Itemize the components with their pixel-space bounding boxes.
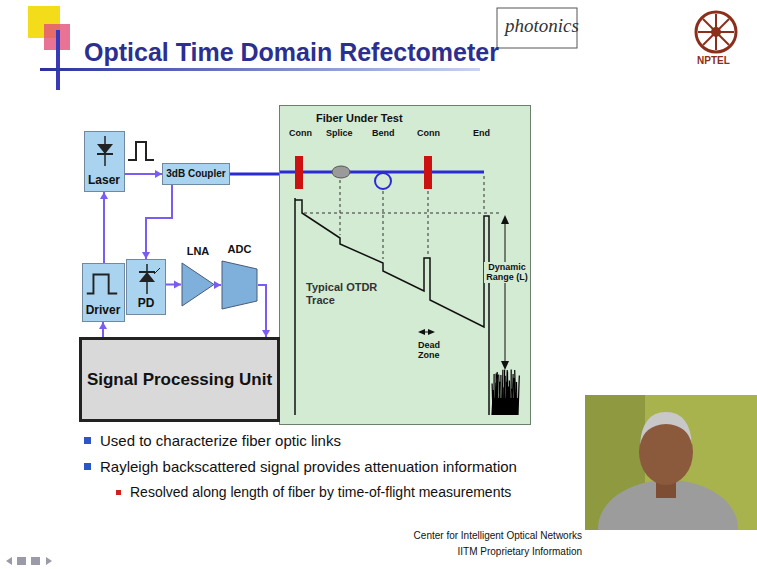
noise-block — [492, 398, 518, 415]
logo-text: NPTEL — [697, 55, 730, 67]
arrow-head — [428, 329, 435, 335]
range-arrow — [505, 222, 506, 363]
connector-symbol — [424, 156, 432, 189]
signal-connector — [125, 170, 163, 178]
title-underline — [40, 68, 480, 71]
arrow-head — [418, 329, 425, 335]
arrow-head — [99, 322, 107, 329]
driver-box: Driver — [82, 263, 125, 322]
bend-loop — [375, 173, 391, 189]
signal-connector — [99, 322, 107, 337]
connector-line — [230, 173, 279, 176]
arrow-head — [214, 281, 221, 289]
nptel-logo — [696, 12, 736, 52]
range-label: Dynamic Range (L) — [484, 262, 530, 283]
nptel-hub — [711, 27, 721, 37]
slide-title: Optical Time Domain Refectometer — [84, 38, 499, 67]
trace-label: Typical OTDR Trace — [306, 281, 380, 306]
signal-connector — [166, 281, 181, 289]
connector-line — [258, 285, 266, 337]
node-label: PD — [138, 297, 155, 311]
laser-box: Laser — [84, 131, 125, 192]
dead-zone-label: Dead Zone — [418, 340, 452, 361]
diode-triangle — [139, 272, 155, 282]
bullet-marker — [84, 463, 91, 470]
pulse-symbol — [128, 142, 154, 160]
arrow-head — [501, 361, 509, 370]
signal-connector — [142, 185, 172, 259]
speaker-video — [585, 395, 757, 530]
bullet-marker — [116, 490, 121, 495]
signal-connector — [214, 281, 221, 289]
fiber-connector — [230, 174, 279, 175]
nptel-spokes — [698, 14, 734, 50]
diode-bar — [139, 271, 155, 273]
amplifier-triangle: LNA — [181, 262, 215, 307]
shape-fill — [182, 263, 214, 306]
adc-block: ADC — [221, 260, 258, 310]
deco-bar — [56, 30, 60, 90]
diode-bar — [97, 153, 113, 155]
arrow-head — [100, 192, 108, 199]
sub-bullet-text: Resolved along length of fiber by time-o… — [130, 484, 511, 500]
node-label: ADC — [228, 243, 252, 256]
pulse-symbol — [83, 266, 121, 302]
photodiode-box: PD — [126, 259, 166, 315]
pulse-line — [86, 275, 116, 294]
noise-lines — [492, 369, 519, 415]
otdr-trace — [295, 200, 489, 415]
guide-lines — [304, 176, 500, 259]
bullet-marker — [84, 437, 91, 444]
processing-box: Signal Processing Unit — [79, 337, 280, 422]
signal-connector — [258, 285, 270, 337]
triangle-outline — [181, 262, 215, 307]
node-label: Laser — [88, 174, 120, 188]
node-label: Fiber Under Test — [316, 112, 403, 125]
connector-line — [103, 192, 105, 263]
arrow-head — [142, 252, 150, 259]
node-label: 3dB Coupler — [166, 168, 225, 180]
arrow-head — [174, 281, 181, 289]
panel-label: End — [473, 128, 490, 138]
panel-label: Conn — [289, 128, 312, 138]
panel-label: Conn — [417, 128, 440, 138]
splice-symbol — [332, 166, 350, 178]
arrow-head — [262, 330, 270, 337]
pd-symbol — [127, 262, 167, 298]
connector-symbol — [295, 156, 303, 189]
arrow-head — [155, 170, 162, 178]
logo-text: photonics — [505, 15, 579, 37]
connector-line — [146, 185, 172, 259]
trace-axis — [294, 198, 296, 415]
light-arrow — [154, 268, 160, 274]
footer-text: Center for Intelligent Optical Networks — [414, 530, 582, 542]
node-label: Driver — [86, 304, 121, 318]
coupler-box: 3dB Coupler — [162, 163, 230, 185]
bullet-text: Used to characterize fiber optic links — [100, 432, 341, 449]
diode-triangle — [97, 144, 113, 154]
signal-connector — [100, 192, 108, 263]
bullet-text: Rayleigh backscattered signal provides a… — [100, 458, 517, 475]
laser-symbol — [85, 134, 125, 170]
node-label: LNA — [187, 245, 210, 258]
panel-label: Bend — [372, 128, 395, 138]
panel-label: Splice — [326, 128, 353, 138]
footer-text: IITM Proprietary Information — [458, 546, 582, 558]
nav-icons — [6, 557, 52, 565]
shape-fill — [222, 261, 257, 309]
trapezoid-outline — [221, 260, 258, 310]
node-label: Signal Processing Unit — [87, 370, 272, 390]
noise-floor — [492, 369, 519, 415]
test-panel-ground — [279, 105, 531, 425]
arrow-head — [501, 215, 509, 224]
